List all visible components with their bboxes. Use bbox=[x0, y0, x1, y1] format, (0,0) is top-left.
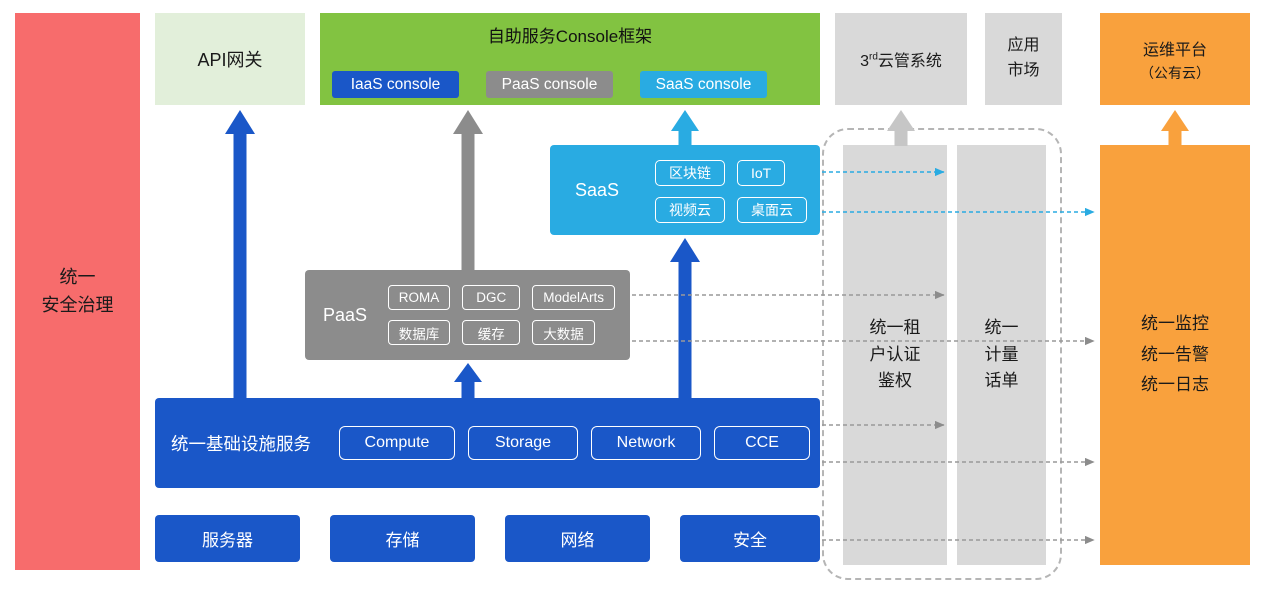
saas-label: SaaS bbox=[575, 179, 620, 200]
iaas-console-box: IaaS console bbox=[332, 71, 459, 98]
saas-services: 区块链 IoT 视频云 桌面云 bbox=[655, 160, 807, 223]
security-governance-label: 统一 安全治理 bbox=[41, 266, 114, 315]
paas-chip-database: 数据库 bbox=[387, 320, 451, 345]
api-gateway-box: API网关 bbox=[155, 13, 305, 105]
security-box: 安全 bbox=[680, 515, 820, 562]
paas-chip-cache: 缓存 bbox=[462, 320, 521, 345]
infra-chip-storage: Storage bbox=[468, 426, 578, 460]
paas-chip-roma: ROMA bbox=[387, 285, 451, 310]
om-platform-box: 运维平台 （公有云） bbox=[1100, 13, 1250, 105]
network-box: 网络 bbox=[505, 515, 650, 562]
console-frame-items: IaaS console PaaS console SaaS console bbox=[332, 71, 767, 98]
arrow-paas-to-console bbox=[453, 110, 483, 272]
arrow-infra-to-paas bbox=[454, 363, 482, 399]
third-party-cloud-mgmt-box: 3rd云管系统 bbox=[835, 13, 967, 105]
om-platform-label: 运维平台 bbox=[1142, 41, 1207, 59]
server-box: 服务器 bbox=[155, 515, 300, 562]
tenant-auth-label: 统一租 户认证 鉴权 bbox=[869, 318, 921, 391]
paas-chip-bigdata: 大数据 bbox=[532, 320, 595, 345]
console-frame-box: 自助服务Console框架 IaaS console PaaS console … bbox=[320, 13, 820, 105]
infrastructure-box: 统一基础设施服务 Compute Storage Network CCE bbox=[155, 398, 820, 488]
arrow-infra-to-saas bbox=[670, 238, 700, 399]
tenant-auth-bar: 统一租 户认证 鉴权 bbox=[843, 145, 947, 565]
security-governance-bar: 统一 安全治理 bbox=[15, 13, 140, 570]
app-market-label: 应用 市场 bbox=[1007, 37, 1040, 79]
infra-chip-compute: Compute bbox=[339, 426, 455, 460]
paas-box: PaaS ROMA DGC ModelArts 数据库 缓存 大数据 bbox=[305, 270, 630, 360]
infra-chip-network: Network bbox=[591, 426, 701, 460]
saas-chip-iot: IoT bbox=[737, 160, 786, 186]
arrow-saas-to-console bbox=[671, 110, 699, 147]
app-market-box: 应用 市场 bbox=[985, 13, 1062, 105]
monitoring-label: 统一监控 统一告警 统一日志 bbox=[1141, 314, 1209, 395]
storage-box: 存储 bbox=[330, 515, 475, 562]
saas-box: SaaS 区块链 IoT 视频云 桌面云 bbox=[550, 145, 820, 235]
saas-chip-video-cloud: 视频云 bbox=[655, 197, 725, 223]
saas-chip-desktop-cloud: 桌面云 bbox=[737, 197, 807, 223]
arrow-infra-to-api-gateway bbox=[225, 110, 255, 399]
infrastructure-label: 统一基础设施服务 bbox=[171, 433, 311, 454]
infrastructure-services: Compute Storage Network CCE bbox=[339, 426, 810, 460]
monitoring-box: 统一监控 统一告警 统一日志 bbox=[1100, 145, 1250, 565]
paas-label: PaaS bbox=[323, 304, 368, 325]
api-gateway-label: API网关 bbox=[197, 50, 263, 70]
metering-bar: 统一 计量 话单 bbox=[957, 145, 1046, 565]
arrow-monitor-to-om-platform bbox=[1161, 110, 1189, 147]
paas-services: ROMA DGC ModelArts 数据库 缓存 大数据 bbox=[387, 285, 615, 345]
third-party-cloud-mgmt-label: 3rd云管系统 bbox=[860, 51, 942, 70]
metering-label: 统一 计量 话单 bbox=[984, 318, 1019, 391]
infra-chip-cce: CCE bbox=[714, 426, 810, 460]
saas-chip-blockchain: 区块链 bbox=[655, 160, 725, 186]
paas-chip-modelarts: ModelArts bbox=[532, 285, 615, 310]
tenant-services-dashed-group bbox=[822, 128, 1062, 580]
paas-console-box: PaaS console bbox=[486, 71, 613, 98]
console-frame-title: 自助服务Console框架 bbox=[487, 27, 653, 46]
saas-console-box: SaaS console bbox=[640, 71, 767, 98]
paas-chip-dgc: DGC bbox=[462, 285, 521, 310]
om-platform-sublabel: （公有云） bbox=[1140, 64, 1210, 81]
